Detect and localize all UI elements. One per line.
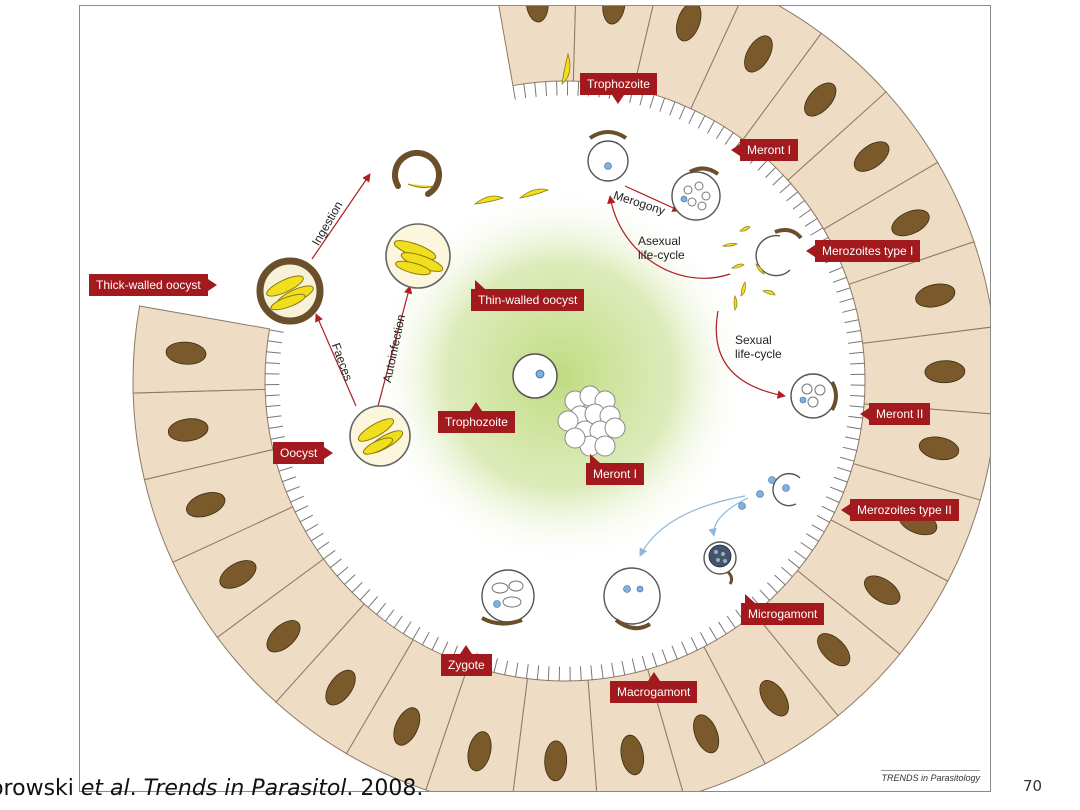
cell-nucleus bbox=[602, 6, 626, 25]
macrogamont-vacuole bbox=[603, 567, 661, 631]
asexual-cycle-arrow bbox=[607, 195, 731, 279]
asexual-line1: Asexual bbox=[638, 234, 681, 248]
citation-journal: Trends in Parasitol bbox=[143, 776, 347, 801]
label-meront-i-top: Meront I bbox=[730, 139, 799, 161]
ingestion-arrow bbox=[311, 173, 371, 260]
cell-nucleus bbox=[219, 560, 257, 589]
central-trophozoite bbox=[512, 353, 558, 399]
sexual-line2: life-cycle bbox=[735, 347, 782, 361]
cell-nucleus bbox=[918, 436, 960, 461]
oocyst-shed bbox=[349, 405, 411, 467]
zygote-vacuole bbox=[481, 569, 535, 626]
label-microgamont: Microgamont bbox=[741, 594, 825, 625]
merozoite-bud bbox=[564, 427, 586, 449]
cell-nucleus bbox=[693, 714, 720, 754]
cell-nucleus bbox=[165, 341, 207, 365]
microvilli bbox=[264, 80, 866, 682]
cell-nucleus bbox=[864, 575, 901, 605]
free-sporozoites bbox=[473, 52, 571, 205]
cell-nucleus bbox=[676, 6, 702, 42]
lumen-glow bbox=[370, 186, 750, 566]
citation-year: . 2008. bbox=[346, 776, 424, 801]
released-merozoites-i bbox=[721, 226, 776, 311]
autoinfection-arrow bbox=[377, 285, 413, 407]
sexual-life-cycle-text: Sexual life-cycle bbox=[735, 333, 782, 361]
cell-nucleus bbox=[393, 707, 421, 746]
citation-etal: et al bbox=[80, 776, 130, 801]
cell-nucleus bbox=[167, 418, 209, 442]
merozoite-bud bbox=[604, 417, 626, 439]
asexual-life-cycle-text: Asexual life-cycle bbox=[638, 234, 685, 262]
central-meront-cluster bbox=[557, 385, 626, 457]
cell-nucleus bbox=[467, 731, 492, 772]
cell-nucleus bbox=[266, 620, 301, 653]
citation-author: Borowski bbox=[0, 776, 74, 801]
page-number: 70 bbox=[1023, 777, 1043, 795]
cell-nucleus bbox=[186, 492, 226, 518]
cell-nucleus bbox=[759, 680, 789, 717]
trophozoite-vacuole bbox=[587, 130, 629, 182]
label-zygote: Zygote bbox=[441, 645, 492, 676]
ingested-oocyst bbox=[392, 149, 443, 197]
faeces-arrow bbox=[315, 313, 357, 407]
cell-nucleus bbox=[924, 360, 966, 384]
citation: Borowski et al. Trends in Parasitol. 200… bbox=[0, 776, 560, 801]
cell-nucleus bbox=[325, 669, 356, 706]
microvilli-border bbox=[264, 80, 866, 682]
asexual-line2: life-cycle bbox=[638, 248, 685, 262]
sexual-cycle-arrow bbox=[715, 310, 786, 399]
cell-nucleus bbox=[525, 6, 549, 23]
meront-ii-vacuole bbox=[790, 373, 838, 419]
merozoite-bud bbox=[594, 435, 616, 457]
label-meront-i-center: Meront I bbox=[586, 454, 645, 485]
merogony-arrow bbox=[624, 185, 681, 212]
epithelial-cell bbox=[512, 678, 598, 791]
cell-nucleus bbox=[744, 35, 773, 73]
citation-text: Borowski et al. Trends in Parasitol. 200… bbox=[0, 776, 423, 801]
label-thick-walled-oocyst: Thick-walled oocyst bbox=[89, 274, 217, 296]
citation-mid: . bbox=[129, 776, 144, 801]
cell-nucleus bbox=[804, 82, 837, 117]
cell-nucleus bbox=[817, 633, 851, 667]
thin-walled-oocyst bbox=[385, 223, 451, 289]
cell-nucleus bbox=[620, 734, 645, 776]
to-microgamont-arrow bbox=[708, 497, 749, 537]
cell-nucleus bbox=[853, 141, 890, 172]
label-oocyst: Oocyst bbox=[273, 442, 334, 464]
label-merozoites-type-ii: Merozoites type II bbox=[841, 499, 959, 521]
epithelial-cell-ring bbox=[132, 6, 990, 791]
to-macrogamont-arrow bbox=[639, 495, 746, 557]
merozoites-type-ii-vacuole bbox=[738, 472, 801, 510]
microgamont-vacuole bbox=[703, 541, 737, 585]
label-thin-walled-oocyst: Thin-walled oocyst bbox=[471, 280, 585, 311]
sexual-line1: Sexual bbox=[735, 333, 772, 347]
label-merozoites-type-i: Merozoites type I bbox=[805, 240, 921, 262]
meront-i-vacuole bbox=[671, 166, 721, 221]
merozoites-type-i-vacuole bbox=[755, 228, 803, 277]
thick-walled-oocyst bbox=[256, 257, 324, 325]
journal-credit: TRENDS in Parasitology bbox=[881, 770, 980, 783]
figure-frame: Ingestion Autoinfection Faeces Merogony … bbox=[79, 5, 991, 792]
label-macrogamont: Macrogamont bbox=[610, 672, 698, 703]
label-trophozoite-center: Trophozoite bbox=[438, 402, 515, 433]
cell-nucleus bbox=[544, 740, 568, 782]
cell-nucleus bbox=[915, 283, 956, 308]
life-cycle-diagram bbox=[132, 6, 990, 791]
cell-nucleus bbox=[891, 209, 930, 237]
label-trophozoite-top: Trophozoite bbox=[580, 73, 657, 104]
label-meront-ii: Meront II bbox=[859, 403, 931, 425]
